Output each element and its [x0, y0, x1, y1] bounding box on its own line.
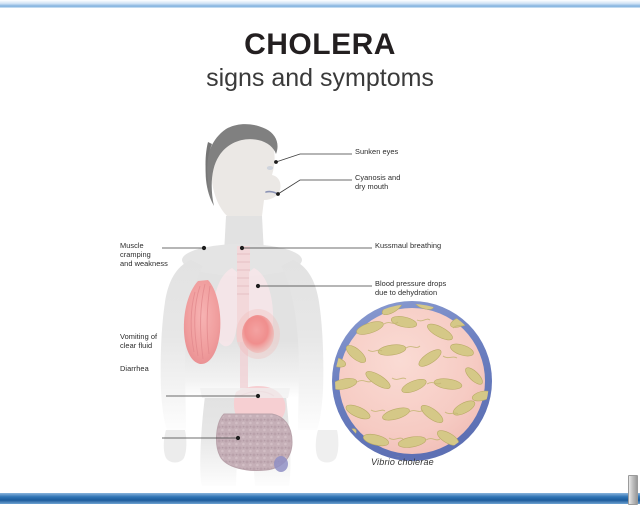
bacteria-flagella — [356, 318, 467, 441]
intestines-outline — [216, 413, 293, 471]
callout-label-blood-pressure: Blood pressure drops due to dehydration — [375, 279, 447, 298]
dot-muscle — [201, 245, 207, 251]
trachea-rings — [237, 253, 250, 295]
dot-sunken-eyes — [274, 160, 278, 164]
heart — [242, 315, 274, 353]
leader-sunken-eyes — [275, 153, 352, 163]
leader-lines — [162, 153, 372, 439]
scrollbar-thumb[interactable] — [628, 475, 638, 505]
window-top-band — [0, 0, 640, 8]
inset-fill — [339, 308, 485, 454]
eye — [266, 166, 274, 170]
inset-caption: Vibrio cholerae — [371, 457, 434, 467]
hair — [205, 124, 278, 206]
callout-label-muscle-cramping: Muscle cramping and weakness — [120, 241, 168, 269]
window-bottom-fill — [0, 504, 640, 512]
hair-shade — [205, 142, 212, 194]
callout-label-kussmaul: Kussmaul breathing — [375, 241, 442, 250]
arm-left — [160, 260, 203, 430]
hand-left — [163, 430, 187, 463]
muscle-striations — [190, 283, 211, 360]
intestines — [216, 414, 292, 471]
dot-vomiting — [255, 393, 261, 399]
pelvis-band — [200, 388, 290, 398]
dot-cyanosis — [276, 192, 280, 196]
title-cholera: CHOLERA — [244, 28, 396, 61]
page-title: CHOLERA signs and symptoms — [0, 28, 640, 93]
callout-label-sunken-eyes: Sunken eyes — [355, 147, 399, 156]
arm-right — [281, 260, 324, 430]
vibrio-inset — [332, 301, 492, 461]
aorta — [240, 342, 248, 396]
hand-right — [315, 430, 339, 463]
dot-kussmaul — [239, 245, 245, 251]
dot-blood-pressure — [255, 283, 261, 289]
bladder — [274, 456, 288, 472]
callout-label-diarrhea: Diarrhea — [120, 364, 149, 373]
head — [211, 128, 281, 216]
heart-glow — [236, 309, 280, 359]
callout-label-cyanosis: Cyanosis and dry mouth — [355, 173, 401, 192]
human-figure — [160, 124, 339, 486]
leader-dots — [201, 160, 280, 441]
dot-diarrhea — [235, 435, 241, 441]
title-subtitle: signs and symptoms — [206, 64, 434, 92]
window-bottom-band — [0, 493, 640, 504]
illustration-canvas — [160, 124, 492, 486]
callout-label-vomiting: Vomiting of clear fluid — [120, 332, 158, 351]
leader-cyanosis — [277, 179, 352, 195]
